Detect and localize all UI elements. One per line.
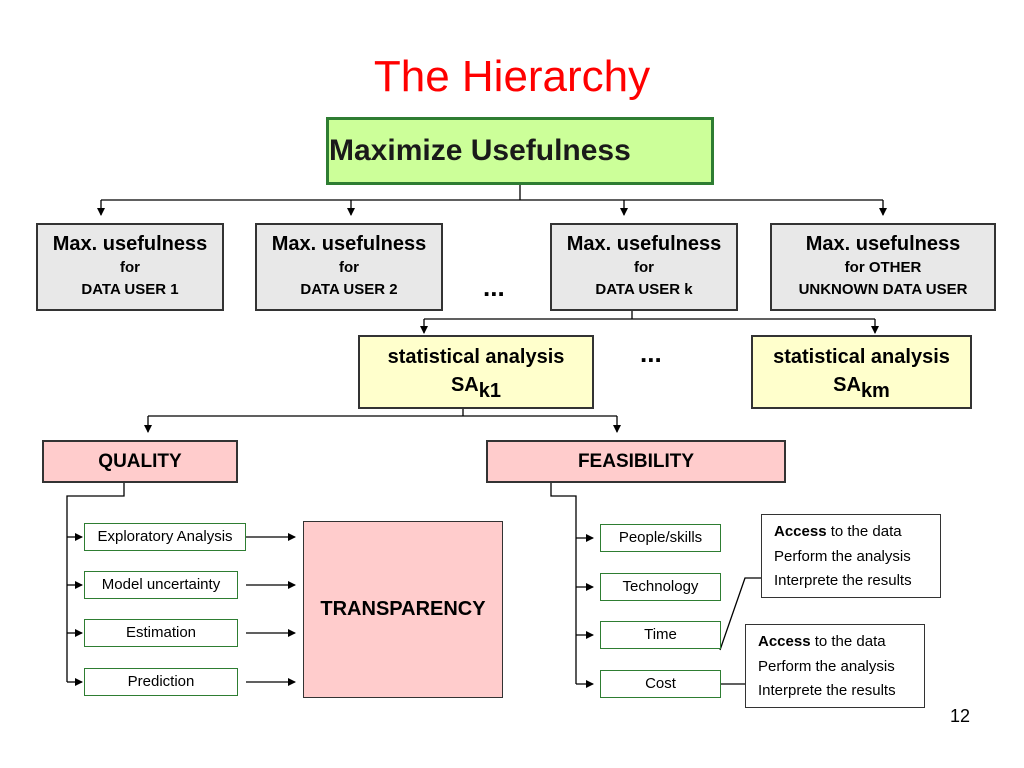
user-box-line2: DATA USER 2 [300, 281, 398, 298]
analysis-heading: statistical analysis [773, 346, 950, 368]
feasibility-item: Cost [600, 670, 721, 698]
note-bold: Access [774, 523, 827, 540]
user-box-line2: UNKNOWN DATA USER [798, 281, 968, 298]
analysis-subscript: k1 [478, 380, 502, 402]
analysis-prefix: SA [450, 374, 479, 396]
page-number: 12 [949, 706, 970, 726]
user-box-1: Max. usefulness for DATA USER 1 [36, 223, 224, 311]
quality-box: QUALITY [42, 440, 238, 483]
transparency-box: TRANSPARENCY [303, 521, 503, 698]
ellipsis-users: ... [483, 272, 505, 302]
analysis-subscript: km [860, 380, 890, 402]
callout-note-cost: Access to the data Perform the analysis … [745, 624, 925, 708]
page-title: The Hierarchy [373, 52, 651, 101]
note-line: Perform the analysis [774, 547, 911, 565]
user-box-line1: for [120, 259, 140, 276]
note-line: Interprete the results [774, 572, 912, 589]
user-box-other: Max. usefulness for OTHER UNKNOWN DATA U… [770, 223, 996, 311]
note-line: Perform the analysis [758, 657, 895, 675]
feasibility-box: FEASIBILITY [486, 440, 786, 483]
quality-item: Estimation [84, 619, 238, 647]
user-box-heading: Max. usefulness [271, 233, 427, 255]
ellipsis-analyses: ... [640, 338, 662, 368]
user-box-line1: for [339, 259, 359, 276]
quality-item: Exploratory Analysis [84, 523, 246, 551]
note-rest: to the data [826, 523, 902, 540]
note-rest: to the data [810, 633, 886, 650]
user-box-line1: for [634, 259, 654, 276]
feasibility-item: People/skills [600, 524, 721, 552]
analysis-heading: statistical analysis [387, 346, 565, 368]
note-line: Interprete the results [758, 682, 896, 699]
user-box-k: Max. usefulness for DATA USER k [550, 223, 738, 311]
user-box-heading: Max. usefulness [52, 233, 208, 255]
user-box-heading: Max. usefulness [805, 233, 961, 255]
feasibility-item: Technology [600, 573, 721, 601]
quality-item: Prediction [84, 668, 238, 696]
feasibility-item: Time [600, 621, 721, 649]
analysis-prefix: SA [833, 374, 861, 396]
user-box-heading: Max. usefulness [566, 233, 722, 255]
user-box-line2: DATA USER k [595, 281, 693, 298]
goal-box: Maximize Usefulness [326, 117, 714, 185]
user-box-line2: DATA USER 1 [81, 281, 179, 298]
user-box-line1: for OTHER [844, 259, 922, 276]
note-bold: Access [758, 633, 811, 650]
user-box-2: Max. usefulness for DATA USER 2 [255, 223, 443, 311]
analysis-box-k1: statistical analysis SAk1 [358, 335, 594, 409]
quality-item: Model uncertainty [84, 571, 238, 599]
analysis-box-km: statistical analysis SAkm [751, 335, 972, 409]
callout-note-time: Access to the data Perform the analysis … [761, 514, 941, 598]
